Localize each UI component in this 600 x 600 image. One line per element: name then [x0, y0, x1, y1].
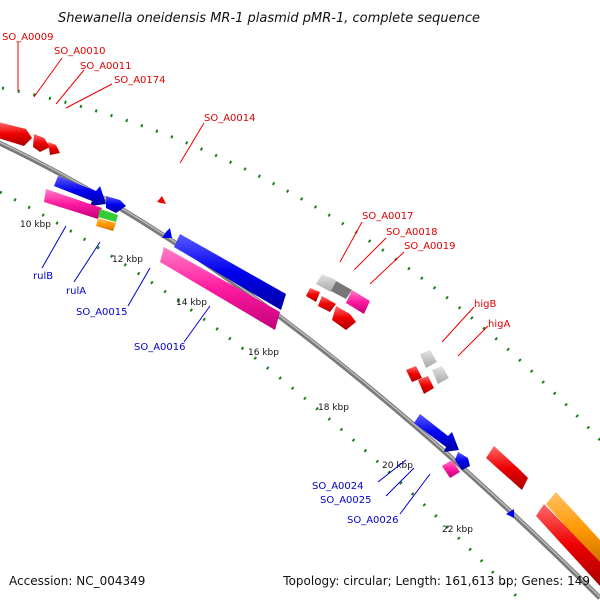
gene-higA-grey[interactable]	[432, 366, 449, 384]
label-rulA[interactable]: rulA	[66, 286, 86, 297]
gene-SO_A0014[interactable]	[157, 196, 166, 204]
gene-small-blue-marker[interactable]	[506, 509, 514, 518]
label-SO_A0011[interactable]: SO_A0011	[80, 61, 132, 72]
gene-SO_A0015[interactable]	[162, 228, 172, 238]
topology-text: Topology: circular; Length: 161,613 bp; …	[282, 574, 590, 588]
label-SO_A0024[interactable]: SO_A0024	[312, 481, 364, 492]
map-title: Shewanella oneidensis MR-1 plasmid pMR-1…	[58, 11, 480, 26]
gene-SO_A0018[interactable]	[318, 296, 336, 312]
label-higA[interactable]: higA	[488, 319, 510, 330]
label-higB[interactable]: higB	[474, 299, 496, 310]
gene-red-large-right[interactable]	[486, 446, 528, 490]
blue-gene-labels: rulB rulA SO_A0015 SO_A0016 SO_A0024 SO_…	[33, 271, 399, 526]
red-leader-lines	[17, 42, 489, 357]
gene-red-lower-right[interactable]	[536, 504, 600, 586]
scale-labels: 10 kbp 12 kbp 14 kbp 16 kbp 18 kbp 20 kb…	[20, 220, 473, 535]
gene-orange-large[interactable]	[546, 492, 600, 566]
blue-leader-lines	[41, 225, 431, 515]
scale-label-22kbp: 22 kbp	[442, 525, 473, 535]
gene-rulA-orange[interactable]	[96, 218, 116, 231]
label-SO_A0010[interactable]: SO_A0010	[54, 46, 106, 57]
scale-label-16kbp: 16 kbp	[248, 348, 279, 358]
gene-SO_A0017[interactable]	[306, 288, 320, 302]
gene-SO_A0011[interactable]	[48, 142, 60, 155]
label-SO_A0017[interactable]: SO_A0017	[362, 211, 414, 222]
scale-label-10kbp: 10 kbp	[20, 220, 51, 230]
label-SO_A0018[interactable]: SO_A0018	[386, 227, 438, 238]
label-SO_A0015[interactable]: SO_A0015	[76, 307, 128, 318]
inner-dotted-track	[0, 190, 522, 600]
gene-SO_A0016-blue[interactable]	[174, 234, 286, 310]
scale-label-14kbp: 14 kbp	[176, 298, 207, 308]
outer-dotted-track	[1, 86, 600, 442]
label-SO_A0016[interactable]: SO_A0016	[134, 342, 186, 353]
gene-rulB-blue-arrow[interactable]	[54, 176, 106, 206]
gene-higB-grey[interactable]	[420, 350, 437, 368]
gene-SO_A0017-grey[interactable]	[316, 274, 336, 292]
gene-rulA-green[interactable]	[98, 209, 118, 222]
gene-SO_A0016[interactable]	[160, 247, 280, 330]
label-SO_A0026[interactable]: SO_A0026	[347, 515, 399, 526]
gene-SO_A0024[interactable]	[414, 414, 459, 452]
gene-SO_A0018-grey[interactable]	[331, 281, 352, 299]
red-gene-labels: SO_A0009 SO_A0010 SO_A0011 SO_A0174 SO_A…	[2, 32, 510, 330]
label-SO_A0025[interactable]: SO_A0025	[320, 495, 372, 506]
scale-label-18kbp: 18 kbp	[318, 403, 349, 413]
gene-SO_A0019-red[interactable]	[332, 306, 356, 330]
label-SO_A0014[interactable]: SO_A0014	[204, 113, 256, 124]
gene-higA[interactable]	[418, 376, 434, 394]
gene-higB[interactable]	[406, 366, 422, 382]
gene-small-blue-arrow[interactable]	[106, 196, 126, 213]
scale-label-12kbp: 12 kbp	[112, 255, 143, 265]
label-SO_A0019[interactable]: SO_A0019	[404, 241, 456, 252]
gene-SO_A0026[interactable]	[442, 460, 460, 478]
label-SO_A0174[interactable]: SO_A0174	[114, 75, 166, 86]
backbone-ring-highlight	[0, 141, 600, 598]
gene-rulB[interactable]	[44, 189, 102, 219]
backbone-ring	[0, 140, 600, 600]
gene-SO_A0025[interactable]	[455, 452, 470, 470]
label-rulB[interactable]: rulB	[33, 271, 53, 282]
gene-SO_A0009[interactable]	[0, 122, 32, 146]
gene-SO_A0019[interactable]	[346, 290, 370, 314]
gene-SO_A0010[interactable]	[33, 134, 50, 152]
accession-text: Accession: NC_004349	[9, 574, 145, 588]
label-SO_A0009[interactable]: SO_A0009	[2, 32, 54, 43]
